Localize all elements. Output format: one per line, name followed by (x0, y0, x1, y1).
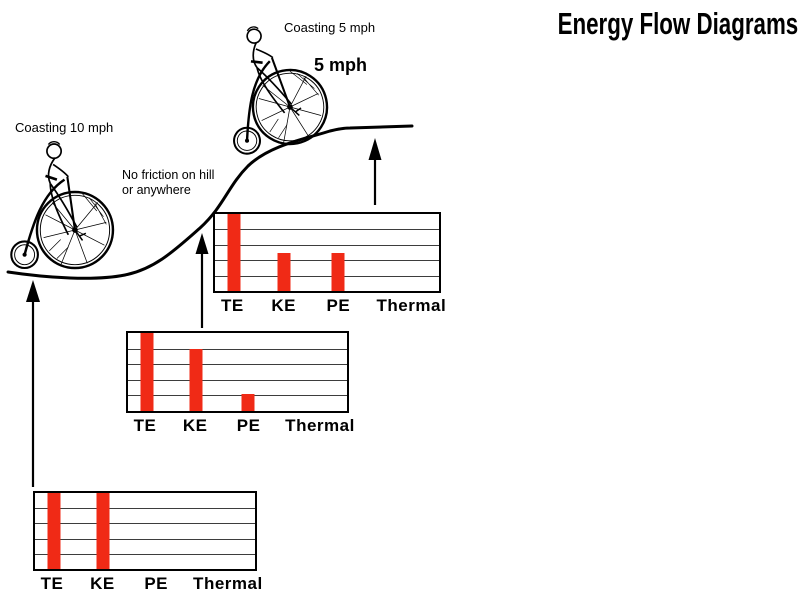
category-label-thermal: Thermal (285, 416, 355, 435)
category-label-te: TE (40, 574, 64, 593)
coasting-10mph-label: Coasting 10 mph (15, 120, 114, 135)
speed-5mph-label: 5 mph (314, 55, 368, 75)
category-label-te: TE (133, 416, 157, 435)
bar-ke (277, 252, 291, 291)
bar-te (47, 493, 61, 569)
penny-farthing-rider-top (210, 13, 336, 158)
energy-chart-bottom-start: TE KE PE Thermal (33, 491, 263, 598)
category-label-pe: PE (236, 416, 261, 435)
gridline (128, 395, 347, 397)
chart-plot-area (33, 491, 257, 571)
gridline (35, 553, 255, 555)
coasting-5mph-label: Coasting 5 mph (284, 20, 376, 35)
category-label-thermal: Thermal (376, 296, 447, 315)
bar-ke (189, 348, 203, 411)
category-label-pe: PE (326, 296, 351, 315)
gridline (35, 523, 255, 525)
up-arrow-to-left-rider (26, 280, 40, 487)
up-arrow-to-hill (195, 233, 209, 328)
gridline (215, 244, 439, 246)
chart-plot-area (126, 331, 349, 413)
category-label-ke: KE (271, 296, 296, 315)
gridline (215, 229, 439, 231)
category-label-ke: KE (182, 416, 208, 435)
bar-ke (96, 493, 110, 569)
chart-category-labels: TE KE PE Thermal (33, 574, 263, 598)
page-title: Energy Flow Diagrams (557, 6, 798, 41)
gridline (35, 538, 255, 540)
chart-plot-area (213, 212, 441, 293)
bar-te (140, 333, 154, 411)
energy-chart-mid-hill: TE KE PE Thermal (126, 331, 355, 440)
no-friction-note-line1: No friction on hill (122, 168, 215, 182)
gridline (35, 508, 255, 510)
penny-farthing-rider-left (9, 140, 115, 270)
gridline (215, 260, 439, 262)
hill-curve (6, 124, 414, 280)
gridline (128, 379, 347, 381)
bar-pe (241, 393, 255, 411)
chart-category-labels: TE KE PE Thermal (213, 296, 446, 320)
chart-category-labels: TE KE PE Thermal (126, 416, 355, 440)
no-friction-note-line2: or anywhere (122, 183, 191, 198)
category-label-thermal: Thermal (193, 574, 263, 593)
gridline (128, 348, 347, 350)
gridline (215, 275, 439, 277)
category-label-ke: KE (90, 574, 115, 593)
no-friction-note: No friction on hill or anywhere (122, 168, 222, 199)
category-label-pe: PE (144, 574, 169, 593)
energy-chart-hilltop: TE KE PE Thermal (213, 212, 446, 320)
category-label-te: TE (221, 296, 244, 315)
bar-te (227, 214, 241, 291)
bar-pe (331, 252, 345, 291)
gridline (128, 364, 347, 366)
up-arrow-to-hilltop (368, 138, 382, 205)
